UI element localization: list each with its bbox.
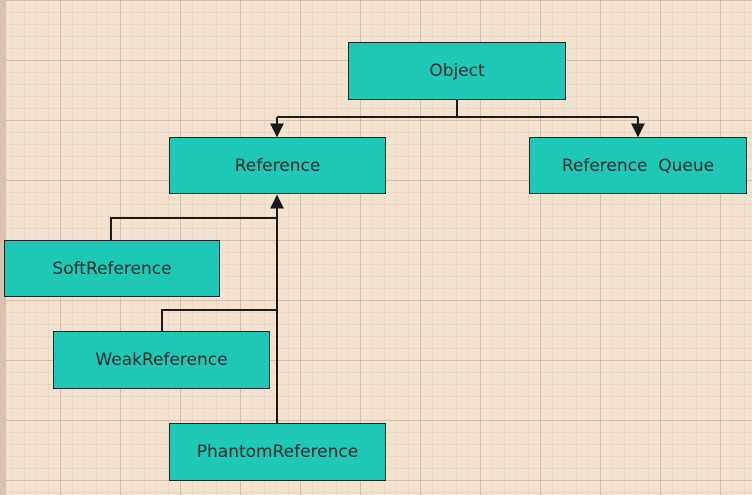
reference-node-label: Reference [234, 155, 321, 176]
weak-reference-node: WeakReference [53, 331, 270, 389]
soft-reference-node: SoftReference [4, 240, 220, 297]
phantom-reference-node-label: PhantomReference [196, 442, 359, 462]
connector-weak-reference [161, 309, 277, 331]
soft-reference-node-label: SoftReference [52, 258, 172, 279]
reference-node: Reference [169, 137, 386, 194]
connector-soft-reference [110, 217, 277, 240]
canvas-left-edge [0, 0, 6, 495]
reference-queue-node-label: Reference Queue [561, 155, 715, 176]
weak-reference-node-label: WeakReference [95, 350, 228, 370]
object-node: Object [348, 42, 566, 100]
object-node-label: Object [429, 61, 485, 81]
phantom-reference-node: PhantomReference [169, 423, 386, 481]
reference-queue-node: Reference Queue [529, 137, 747, 194]
